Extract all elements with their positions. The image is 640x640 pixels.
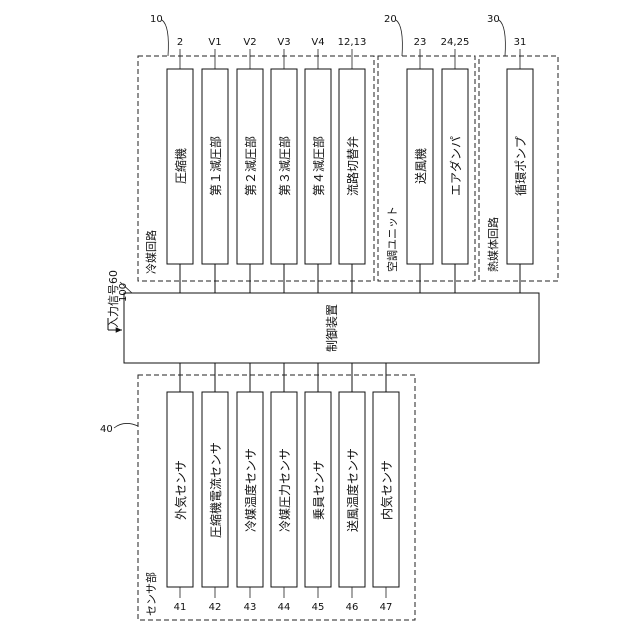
flow-switching-valve-component: 12,13 流路切替弁 <box>338 37 367 264</box>
outside-air-sensor-component: 外気センサ 41 <box>167 392 193 613</box>
refrigerant-circuit-leader <box>162 20 168 56</box>
inside-air-sensor-ref: 47 <box>380 602 393 613</box>
fourth-decompressor-component: V4 第４減圧部 <box>305 37 331 264</box>
blown-air-temperature-sensor-label: 送風温度センサ <box>345 448 360 532</box>
compressor-current-sensor-ref: 42 <box>209 602 222 613</box>
flow-switching-valve-label: 流路切替弁 <box>345 136 360 196</box>
second-decompressor-label: 第２減圧部 <box>243 136 258 196</box>
blower-component: 23 送風機 <box>407 37 433 264</box>
sensor-section-label: センサ部 <box>144 572 158 616</box>
compressor-component: 2 圧縮機 <box>167 37 193 264</box>
third-decompressor-label: 第３減圧部 <box>277 136 292 196</box>
first-decompressor-ref: V1 <box>208 37 221 48</box>
occupant-sensor-ref: 45 <box>312 602 325 613</box>
inside-air-sensor-component: 内気センサ 47 <box>373 392 399 613</box>
blower-ref: 23 <box>414 37 427 48</box>
heat-medium-circuit-ref: 30 <box>487 14 500 25</box>
sensor-section-ref: 40 <box>100 424 113 435</box>
compressor-current-sensor-label: 圧縮機電流センサ <box>208 442 223 538</box>
heat-medium-circuit-leader <box>499 20 505 56</box>
sensor-section-leader <box>114 423 138 428</box>
blower-label: 送風機 <box>413 148 428 184</box>
circulation-pump-component: 31 循環ポンプ <box>507 37 533 264</box>
input-signal-label: 入力信号60 <box>107 270 120 328</box>
upper-connection-lines <box>180 264 520 293</box>
blown-air-temperature-sensor-ref: 46 <box>346 602 359 613</box>
heat-medium-circuit-label: 熱媒体回路 <box>486 217 500 272</box>
lower-connection-lines <box>180 363 386 392</box>
refrigerant-pressure-sensor-component: 冷媒圧力センサ 44 <box>271 392 297 613</box>
refrigerant-pressure-sensor-label: 冷媒圧力センサ <box>278 448 292 532</box>
blown-air-temperature-sensor-component: 送風温度センサ 46 <box>339 392 365 613</box>
first-decompressor-label: 第１減圧部 <box>208 136 223 196</box>
refrigerant-temperature-sensor-component: 冷媒温度センサ 43 <box>237 392 263 613</box>
controller-label: 制御装置 <box>324 304 339 352</box>
refrigerant-circuit-ref: 10 <box>150 14 163 25</box>
circulation-pump-label: 循環ポンプ <box>514 136 528 196</box>
occupant-sensor-label: 乗員センサ <box>312 460 326 520</box>
third-decompressor-component: V3 第３減圧部 <box>271 37 297 264</box>
air-damper-component: 24,25 エアダンパ <box>441 37 470 264</box>
outside-air-sensor-ref: 41 <box>174 602 187 613</box>
fourth-decompressor-label: 第４減圧部 <box>311 136 326 196</box>
occupant-sensor-component: 乗員センサ 45 <box>305 392 331 613</box>
first-decompressor-component: V1 第１減圧部 <box>202 37 228 264</box>
air-conditioning-unit-leader <box>396 20 402 56</box>
third-decompressor-ref: V3 <box>277 37 290 48</box>
second-decompressor-ref: V2 <box>243 37 256 48</box>
outside-air-sensor-label: 外気センサ <box>173 460 188 520</box>
refrigerant-pressure-sensor-ref: 44 <box>278 602 291 613</box>
inside-air-sensor-label: 内気センサ <box>379 460 394 520</box>
air-damper-ref: 24,25 <box>441 37 470 48</box>
refrigerant-temperature-sensor-label: 冷媒温度センサ <box>243 448 258 532</box>
fourth-decompressor-ref: V4 <box>311 37 324 48</box>
refrigerant-circuit-label: 冷媒回路 <box>145 230 158 274</box>
air-damper-label: エアダンパ <box>448 136 463 196</box>
compressor-ref: 2 <box>177 37 183 48</box>
compressor-current-sensor-component: 圧縮機電流センサ 42 <box>202 392 228 613</box>
air-conditioning-unit-ref: 20 <box>384 14 397 25</box>
circulation-pump-ref: 31 <box>514 37 527 48</box>
refrigerant-temperature-sensor-ref: 43 <box>244 602 257 613</box>
second-decompressor-component: V2 第２減圧部 <box>237 37 263 264</box>
compressor-label: 圧縮機 <box>173 148 188 184</box>
air-conditioning-unit-label: 空調ユニット <box>385 206 399 272</box>
flow-switching-valve-ref: 12,13 <box>338 37 367 48</box>
